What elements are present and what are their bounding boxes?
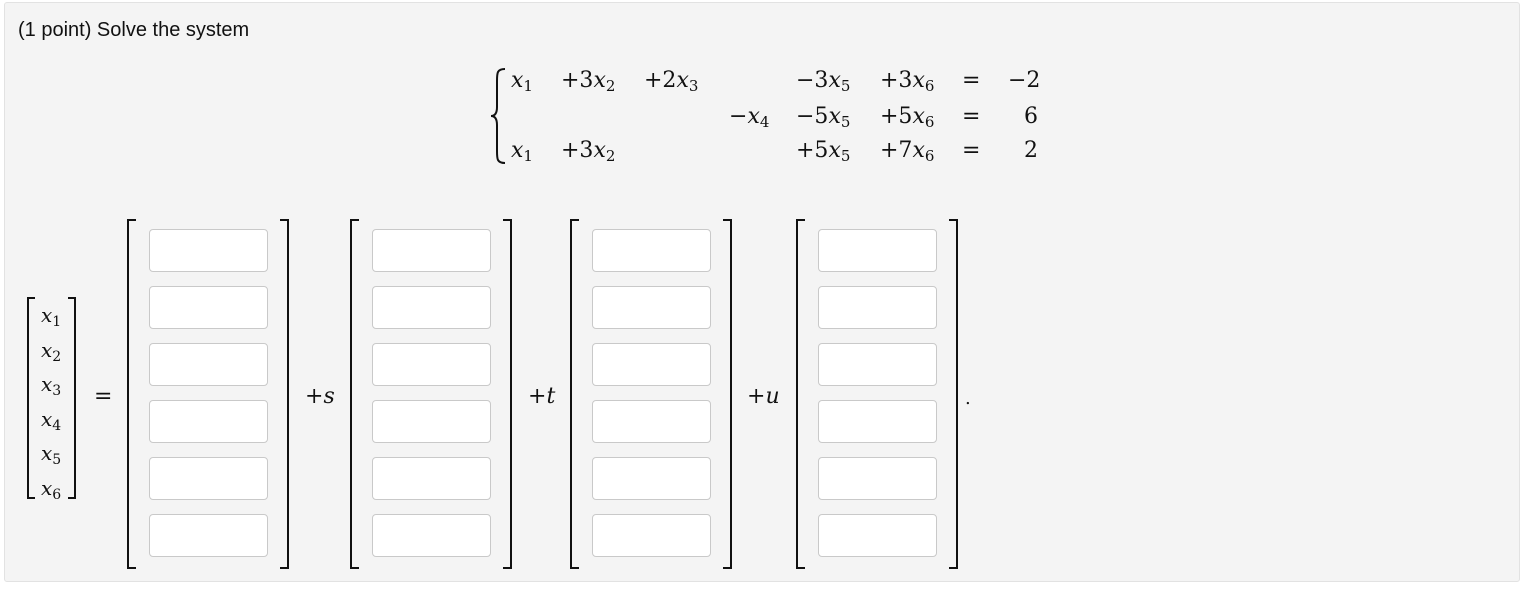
col4-right-bracket [949, 219, 958, 569]
eq1-term-x6: +3x6 [880, 68, 935, 95]
u-entry-4[interactable] [818, 400, 937, 443]
problem-prompt: (1 point) Solve the system [18, 19, 250, 41]
solution-equals: = [94, 384, 113, 409]
eq2-term-x6: +5x6 [880, 104, 935, 131]
eq2-term-x4: −x4 [729, 104, 770, 131]
col1-left-bracket [127, 219, 136, 569]
u-entry-3[interactable] [818, 343, 937, 386]
eq2-term-x5: −5x5 [796, 104, 851, 131]
system-brace [490, 68, 506, 164]
eq1-term-x2: +3x2 [561, 68, 616, 95]
particular-entry-2[interactable] [149, 286, 268, 329]
t-entry-1[interactable] [592, 229, 711, 272]
var-label-x3: x3 [41, 372, 62, 399]
particular-entry-6[interactable] [149, 514, 268, 557]
s-entry-5[interactable] [372, 457, 491, 500]
eq1-rhs: −2 [1008, 68, 1041, 93]
u-entry-2[interactable] [818, 286, 937, 329]
eq3-rhs: 2 [1024, 138, 1038, 163]
eq2-rhs: 6 [1024, 104, 1038, 129]
var-label-x5: x5 [41, 441, 62, 468]
t-entry-4[interactable] [592, 400, 711, 443]
particular-entry-4[interactable] [149, 400, 268, 443]
plus-t-label: +t [528, 384, 556, 409]
var-label-x1: x1 [41, 303, 62, 330]
particular-entry-1[interactable] [149, 229, 268, 272]
var-label-x4: x4 [41, 407, 62, 434]
t-entry-5[interactable] [592, 457, 711, 500]
eq1-term-x5: −3x5 [796, 68, 851, 95]
col3-left-bracket [570, 219, 579, 569]
eq1-term-x1: x1 [511, 68, 533, 95]
plus-u-label: +u [747, 384, 780, 409]
particular-entry-5[interactable] [149, 457, 268, 500]
eq3-equals: = [962, 138, 981, 163]
s-entry-6[interactable] [372, 514, 491, 557]
eq3-term-x2: +3x2 [561, 138, 616, 165]
eq3-term-x5: +5x5 [796, 138, 851, 165]
u-entry-5[interactable] [818, 457, 937, 500]
t-entry-2[interactable] [592, 286, 711, 329]
plus-s-label: +s [305, 384, 335, 409]
final-period: . [965, 388, 971, 409]
u-entry-6[interactable] [818, 514, 937, 557]
var-label-x6: x6 [41, 476, 62, 503]
t-entry-3[interactable] [592, 343, 711, 386]
eq3-term-x6: +7x6 [880, 138, 935, 165]
var-vector-left-bracket [27, 297, 35, 499]
col3-right-bracket [723, 219, 732, 569]
col2-right-bracket [503, 219, 512, 569]
eq1-equals: = [962, 68, 981, 93]
s-entry-1[interactable] [372, 229, 491, 272]
s-entry-3[interactable] [372, 343, 491, 386]
eq2-equals: = [962, 104, 981, 129]
col2-left-bracket [350, 219, 359, 569]
var-vector-right-bracket [68, 297, 76, 499]
u-entry-1[interactable] [818, 229, 937, 272]
col4-left-bracket [796, 219, 805, 569]
var-label-x2: x2 [41, 338, 62, 365]
eq3-term-x1: x1 [511, 138, 533, 165]
particular-entry-3[interactable] [149, 343, 268, 386]
s-entry-2[interactable] [372, 286, 491, 329]
eq1-term-x3: +2x3 [644, 68, 699, 95]
t-entry-6[interactable] [592, 514, 711, 557]
s-entry-4[interactable] [372, 400, 491, 443]
col1-right-bracket [280, 219, 289, 569]
